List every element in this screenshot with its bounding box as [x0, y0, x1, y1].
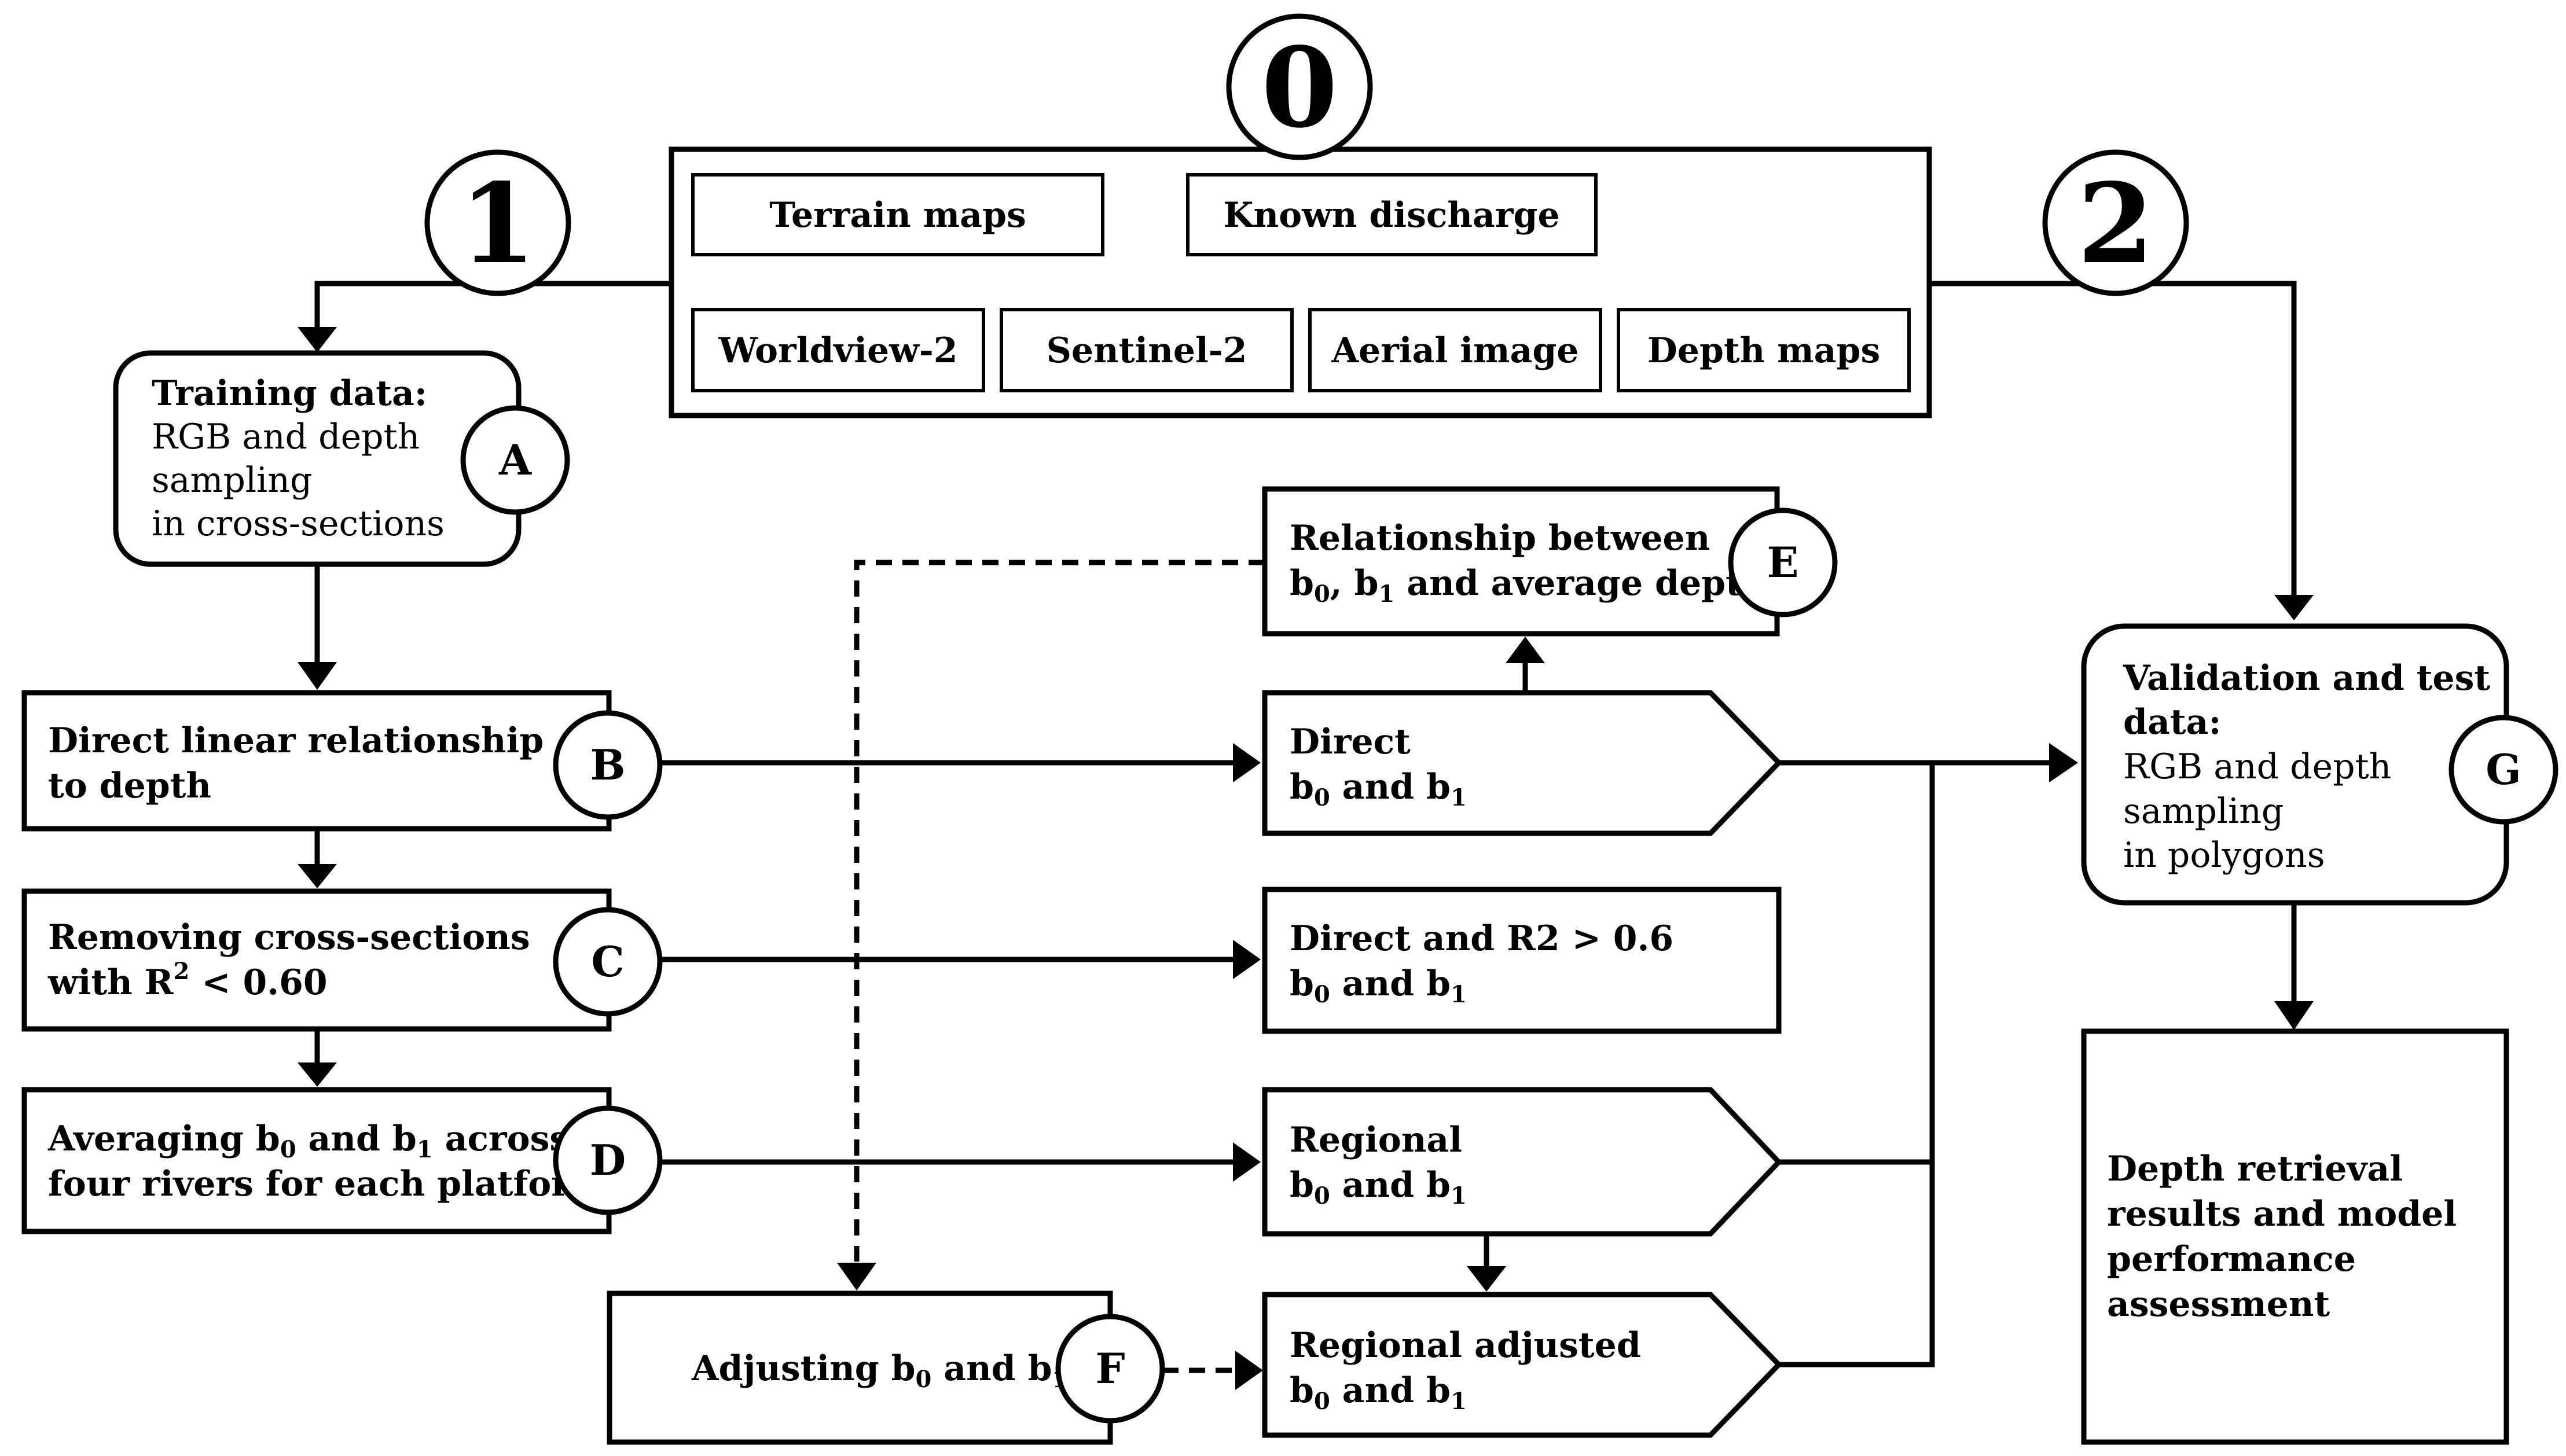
output-direct-title: Direct: [1290, 722, 1411, 762]
arrowhead: [1233, 1142, 1261, 1182]
output-regional: Regional b0 and b1: [1262, 1087, 1783, 1237]
output-direct-r2-coeffs: b0 and b1: [1290, 964, 1467, 1008]
step-A-line-1: RGB and depth: [152, 417, 420, 457]
output-direct-r2-title: Direct and R2 > 0.6: [1290, 918, 1673, 959]
step-D-line-2: four rivers for each platform: [48, 1164, 606, 1204]
aerial-image-label: Aerial image: [1331, 330, 1579, 371]
arrowhead: [298, 864, 337, 888]
step-A-line-3: in cross-sections: [152, 503, 445, 544]
arrowhead: [298, 1062, 337, 1087]
output-regional-adjusted-coeffs: b0 and b1: [1290, 1370, 1467, 1415]
step-D-line-1: Averaging b0 and b1 across: [47, 1119, 569, 1163]
terrain-maps-box: Terrain maps: [691, 173, 1104, 256]
input-data-group: Terrain maps Known discharge Worldview-2…: [669, 146, 1932, 418]
step-B-badge: B: [590, 740, 626, 789]
arrowhead: [2049, 743, 2078, 782]
step-F-adjusting: Adjusting b0 and b1 F: [607, 1290, 1165, 1445]
step-A-badge: A: [498, 435, 532, 484]
step-D-badge: D: [590, 1135, 626, 1185]
step-E-badge: E: [1767, 538, 1799, 587]
result-line-1: Depth retrieval: [2107, 1149, 2403, 1189]
output-regional-adjusted: Regional adjusted b0 and b1: [1262, 1292, 1783, 1438]
result-line-3: performance: [2107, 1239, 2356, 1279]
arrowhead: [298, 327, 337, 352]
sentinel2-label: Sentinel-2: [1047, 330, 1247, 371]
depth-maps-box: Depth maps: [1617, 308, 1911, 392]
sentinel2-box: Sentinel-2: [1000, 308, 1294, 392]
step-B-line-2: to depth: [48, 766, 211, 806]
arrowhead: [1233, 743, 1261, 782]
output-regional-title: Regional: [1290, 1120, 1462, 1160]
depth-maps-label: Depth maps: [1647, 330, 1880, 371]
output-direct: Direct b0 and b1: [1262, 690, 1783, 836]
output-direct-coeffs: b0 and b1: [1290, 767, 1467, 811]
arrowhead: [1467, 1266, 1506, 1292]
step-A-line-2: sampling: [152, 460, 312, 501]
step-G-line-2: sampling: [2123, 791, 2284, 832]
output-regional-coeffs: b0 and b1: [1290, 1165, 1467, 1209]
output-direct-r2: Direct and R2 > 0.6 b0 and b1: [1262, 887, 1782, 1034]
result-line-4: assessment: [2107, 1284, 2330, 1325]
arrowhead: [1506, 637, 1545, 663]
arrowhead: [298, 662, 337, 690]
aerial-image-box: Aerial image: [1308, 308, 1602, 392]
step-A-title: Training data:: [152, 373, 427, 414]
stage-1-badge: 1: [424, 149, 571, 296]
stage-2-number: 2: [2077, 159, 2154, 288]
arrowhead: [837, 1263, 876, 1290]
known-discharge-box: Known discharge: [1186, 173, 1598, 256]
stage-0-number: 0: [1261, 23, 1338, 152]
step-E-relationship: Relationship between b0, b1 and average …: [1262, 486, 1838, 637]
arrowhead: [2274, 1001, 2314, 1030]
step-F-label: Adjusting b0 and b1: [691, 1348, 1068, 1393]
step-B-linear-relationship: Direct linear relationship to depth B: [21, 690, 663, 832]
step-F-badge: F: [1095, 1344, 1125, 1393]
arrowhead: [1233, 940, 1261, 979]
step-B-line-1: Direct linear relationship: [48, 720, 544, 761]
output-regional-adjusted-title: Regional adjusted: [1290, 1325, 1641, 1366]
stage-1-number: 1: [460, 159, 536, 288]
arrowhead: [2274, 595, 2314, 620]
terrain-maps-label: Terrain maps: [769, 195, 1026, 236]
step-G-validation: Validation and test data: RGB and depth …: [2081, 623, 2558, 906]
step-E-line-2: b0, b1 and average depth: [1290, 563, 1767, 608]
step-D-averaging: Averaging b0 and b1 across four rivers f…: [21, 1087, 663, 1234]
step-G-badge: G: [2486, 745, 2521, 794]
arrowhead: [1235, 1351, 1263, 1390]
stage-2-badge: 2: [2042, 149, 2189, 296]
known-discharge-label: Known discharge: [1223, 195, 1559, 236]
result-line-2: results and model: [2107, 1194, 2457, 1234]
connector-input-to-A: [314, 281, 671, 327]
step-C-line-2: with R2 < 0.60: [47, 958, 328, 1003]
step-G-line-3: in polygons: [2123, 835, 2325, 876]
connector-E-to-F: [854, 560, 1265, 1262]
worldview2-box: Worldview-2: [691, 308, 985, 392]
worldview2-label: Worldview-2: [718, 330, 958, 371]
step-C-badge: C: [591, 937, 624, 986]
step-C-removing-cross-sections: Removing cross-sections with R2 < 0.60 C: [21, 888, 663, 1032]
step-E-line-1: Relationship between: [1290, 518, 1710, 558]
connector-input-to-G: [1929, 281, 2297, 595]
stage-0-badge: 0: [1226, 13, 1373, 160]
step-G-line-1: RGB and depth: [2123, 747, 2391, 787]
connector-merge-bus: [1779, 763, 1935, 1367]
step-C-line-1: Removing cross-sections: [48, 917, 530, 958]
step-G-title-2: data:: [2123, 702, 2222, 742]
step-G-title-1: Validation and test: [2123, 658, 2490, 698]
step-A-training-data: Training data: RGB and depth sampling in…: [113, 350, 570, 567]
result-box: Depth retrieval results and model perfor…: [2081, 1028, 2509, 1445]
